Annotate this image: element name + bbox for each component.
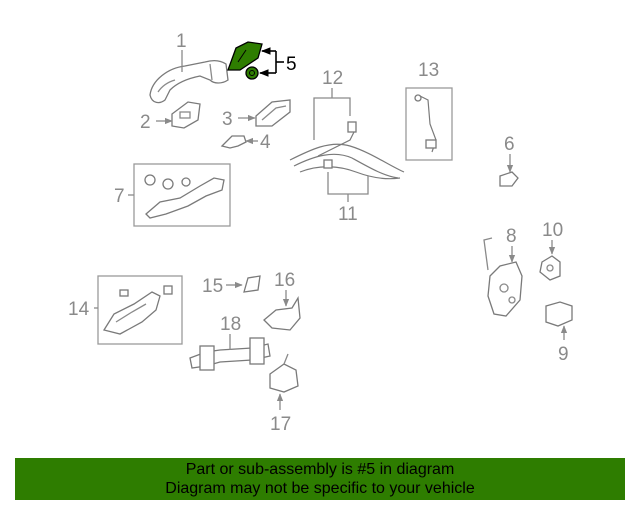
part-17-lower-hinge[interactable] — [269, 353, 299, 393]
part-7-inner-handle[interactable] — [144, 174, 225, 219]
part-2-handle-base[interactable] — [171, 101, 201, 129]
part-13-rod[interactable] — [414, 94, 437, 153]
callout-8: 8 — [506, 226, 517, 247]
part-11-12-cables[interactable] — [289, 121, 405, 180]
part-10-striker-plate[interactable] — [539, 255, 561, 281]
part-4-bracket[interactable] — [220, 135, 247, 149]
callout-1: 1 — [176, 31, 187, 52]
part-1-outer-handle[interactable] — [149, 60, 229, 104]
part-14-handle-bezel[interactable] — [102, 285, 173, 335]
callout-3: 3 — [222, 109, 233, 130]
callout-11: 11 — [338, 204, 358, 225]
callout-5: 5 — [286, 54, 297, 75]
callout-2: 2 — [140, 112, 151, 133]
callout-17: 17 — [270, 414, 291, 435]
callout-15: 15 — [202, 276, 223, 297]
callout-12: 12 — [322, 68, 343, 89]
banner-line-2: Diagram may not be specific to your vehi… — [165, 480, 475, 497]
callout-6: 6 — [504, 134, 515, 155]
leader-11 — [327, 172, 369, 195]
part-8-lock-actuator[interactable] — [483, 237, 523, 317]
info-banner: Part or sub-assembly is #5 in diagram Di… — [15, 458, 625, 500]
part-15-cap[interactable] — [243, 275, 261, 293]
part-13-box — [405, 87, 453, 161]
leader-12 — [313, 97, 351, 140]
callout-7: 7 — [114, 186, 125, 207]
callout-4: 4 — [260, 132, 271, 153]
callout-14: 14 — [68, 299, 90, 320]
banner-line-1: Part or sub-assembly is #5 in diagram — [185, 461, 455, 478]
part-18-door-check[interactable] — [189, 337, 271, 371]
part-16-hinge[interactable] — [263, 295, 301, 331]
part-9-striker[interactable] — [545, 301, 573, 327]
callout-16: 16 — [274, 270, 295, 291]
callout-13: 13 — [418, 60, 439, 81]
part-6-clip[interactable] — [499, 171, 519, 187]
part-5-handle-cap[interactable] — [227, 41, 263, 80]
callout-18: 18 — [220, 314, 241, 335]
callout-9: 9 — [558, 344, 569, 365]
callout-10: 10 — [542, 220, 563, 241]
part-3-handle-cover[interactable] — [255, 99, 291, 127]
